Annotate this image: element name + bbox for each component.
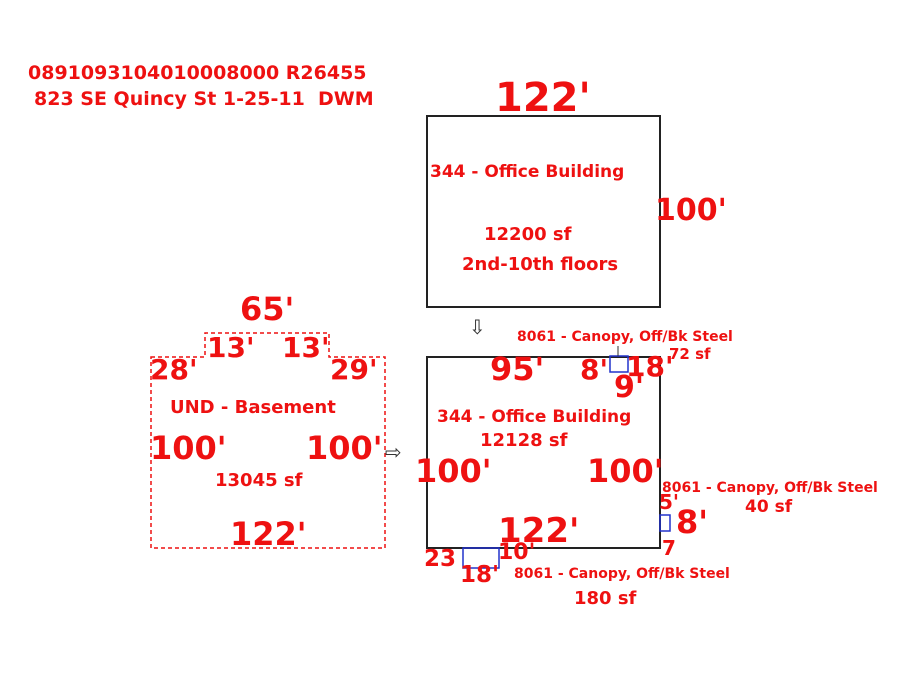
basement-bottom: 122' (230, 515, 307, 553)
basement-outline (150, 332, 386, 549)
upper-floors: 2nd-10th floors (462, 254, 619, 275)
upper-area: 12200 sf (484, 224, 572, 245)
lower-area: 12128 sf (480, 430, 568, 451)
canopy-right-area: 40 sf (745, 497, 793, 517)
canopy-bottom-d3: 18' (460, 562, 500, 588)
canopy-top-label: 8061 - Canopy, Off/Bk Steel (517, 329, 733, 345)
basement-right-top: 29' (330, 353, 378, 386)
basement-right: 100' (306, 429, 383, 467)
upper-side: 100' (655, 193, 727, 228)
basement-left-top: 28' (150, 353, 198, 386)
lower-type: 344 - Office Building (437, 407, 632, 427)
canopy-top-d3: 9' (614, 370, 645, 405)
canopy-bottom-d2: 10' (498, 540, 536, 565)
basement-area: 13045 sf (215, 470, 303, 491)
basement-notch-right: 13' (282, 331, 330, 364)
canopy-right-label: 8061 - Canopy, Off/Bk Steel (662, 480, 878, 496)
header-address: 823 SE Quincy St 1-25-11 DWM (34, 88, 374, 110)
lower-building-outline (426, 356, 661, 549)
basement-left: 100' (150, 429, 227, 467)
canopy-bottom-label: 8061 - Canopy, Off/Bk Steel (514, 566, 730, 582)
canopy-right-outline (659, 514, 671, 532)
canopy-right-d3: 7 (662, 536, 676, 560)
canopy-top-outline (609, 355, 629, 373)
header-parcel-id: 0891093104010008000 R26455 (28, 62, 367, 84)
upper-width: 122' (495, 75, 591, 121)
lower-top: 95' (490, 350, 545, 388)
canopy-bottom-outline (462, 547, 500, 569)
upper-type: 344 - Office Building (430, 162, 625, 182)
canopy-top-d2: 18' (626, 350, 674, 383)
canopy-right-d2: 8' (676, 503, 709, 541)
lower-bottom: 122' (498, 511, 580, 551)
canopy-bottom-d1: 23 (424, 546, 457, 572)
basement-notch-left: 13' (207, 331, 255, 364)
basement-top: 65' (240, 290, 295, 328)
basement-type: UND - Basement (170, 397, 336, 418)
arrow-down-icon: ⇩ (469, 315, 486, 339)
upper-building-outline (426, 115, 661, 308)
canopy-top-area: 72 sf (669, 345, 711, 363)
canopy-right-d1: 5' (659, 490, 680, 514)
lower-left: 100' (415, 452, 492, 490)
arrow-right-icon: ⇨ (385, 440, 402, 464)
canopy-bottom-area: 180 sf (574, 588, 637, 609)
canopy-top-d1: 8' (580, 353, 609, 386)
lower-right: 100' (587, 452, 664, 490)
